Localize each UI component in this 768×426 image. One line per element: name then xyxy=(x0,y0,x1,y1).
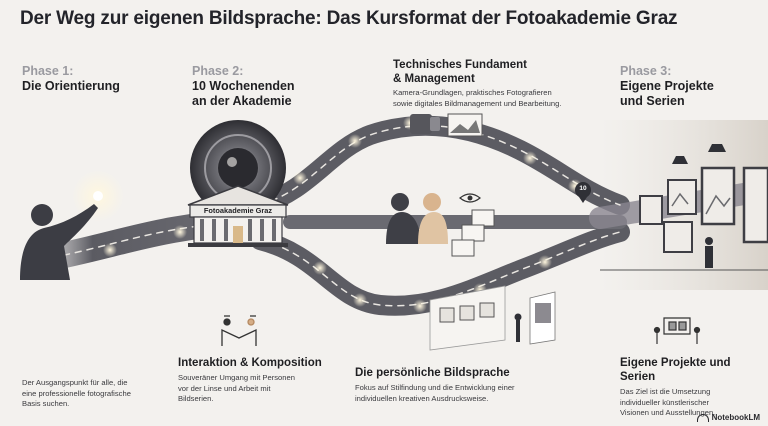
phase-2-title-line: an der Akademie xyxy=(192,94,292,108)
phase-1-text-line: eine professionelle fotografische xyxy=(22,388,131,398)
handshake-icon xyxy=(221,315,257,346)
phase-2-heading: Phase 2: 10 Wochenenden an der Akademie xyxy=(192,64,295,109)
phase-1-title: Die Orientierung xyxy=(22,79,120,93)
page-title: Der Weg zur eigenen Bildsprache: Das Kur… xyxy=(20,8,678,29)
phase-3-heading: Phase 3: Eigene Projekte und Serien xyxy=(620,64,714,109)
person-orientation-figure xyxy=(20,170,124,280)
notebooklm-watermark: NotebookLM xyxy=(696,413,760,422)
technical-text-line: sowie digitales Bildmanagement und Bearb… xyxy=(393,98,562,108)
interaction-title: Interaktion & Komposition xyxy=(178,357,322,369)
personal-text-line: individuellen kreativen Ausdrucksweise. xyxy=(355,393,489,403)
interaction-block: Interaktion & Komposition Souveräner Umg… xyxy=(178,356,322,405)
notebooklm-logo-icon xyxy=(696,413,709,422)
technical-block: Technisches Fundament & Management Kamer… xyxy=(393,58,561,109)
watermark-text: NotebookLM xyxy=(711,413,760,422)
personal-block: Die persönliche Bildsprache Fokus auf St… xyxy=(355,366,515,404)
phase-3-kicker: Phase 3: xyxy=(620,64,672,78)
map-pin-number: 10 xyxy=(579,185,587,192)
gallery-visitors-icon xyxy=(653,317,701,344)
technical-title-line: & Management xyxy=(393,73,475,85)
projects-title: Eigene Projekte und Serien xyxy=(620,357,731,383)
phase-3-title-line: Eigene Projekte xyxy=(620,79,714,93)
technical-title-line: Technisches Fundament xyxy=(393,59,527,71)
map-pin-marker xyxy=(575,182,591,203)
personal-title: Die persönliche Bildsprache xyxy=(355,367,510,379)
lens-icon-upper xyxy=(410,113,483,137)
phase-1-heading: Phase 1: Die Orientierung xyxy=(22,64,120,94)
phase-1-description: Der Ausgangspunkt für alle, die eine pro… xyxy=(22,378,147,410)
projects-block: Eigene Projekte und Serien Das Ziel ist … xyxy=(620,356,768,419)
phase-1-text-line: Der Ausgangspunkt für alle, die xyxy=(22,378,128,387)
gallery-frames xyxy=(600,144,768,271)
technical-text-line: Kamera-Grundlagen, praktisches Fotografi… xyxy=(393,88,552,97)
phase-3-title-line: und Serien xyxy=(620,94,685,108)
phase-1-text-line: Basis suchen. xyxy=(22,399,70,408)
projects-text-line: Das Ziel ist die Umsetzung xyxy=(620,387,711,396)
interaction-text-line: Souveräner Umgang mit Personen xyxy=(178,373,295,382)
building-label: Fotoakademie Graz xyxy=(203,206,273,215)
projects-text-line: Visionen und Ausstellungen. xyxy=(620,408,716,417)
phase-2-title-line: 10 Wochenenden xyxy=(192,79,295,93)
interaction-text-line: vor der Linse und Arbeit mit xyxy=(178,383,271,393)
exhibition-wall-lower xyxy=(429,285,556,351)
road-upper xyxy=(250,115,630,215)
akademie-lens-building xyxy=(187,120,289,247)
phase-2-kicker: Phase 2: xyxy=(192,64,244,78)
projects-text-line: individueller künstlerischer xyxy=(620,397,710,407)
interaction-text-line: Bildserien. xyxy=(178,394,214,403)
personal-text-line: Fokus auf Stilfindung und die Entwicklun… xyxy=(355,383,515,392)
phase-1-kicker: Phase 1: xyxy=(22,64,74,78)
people-interaction-figure xyxy=(386,193,495,257)
